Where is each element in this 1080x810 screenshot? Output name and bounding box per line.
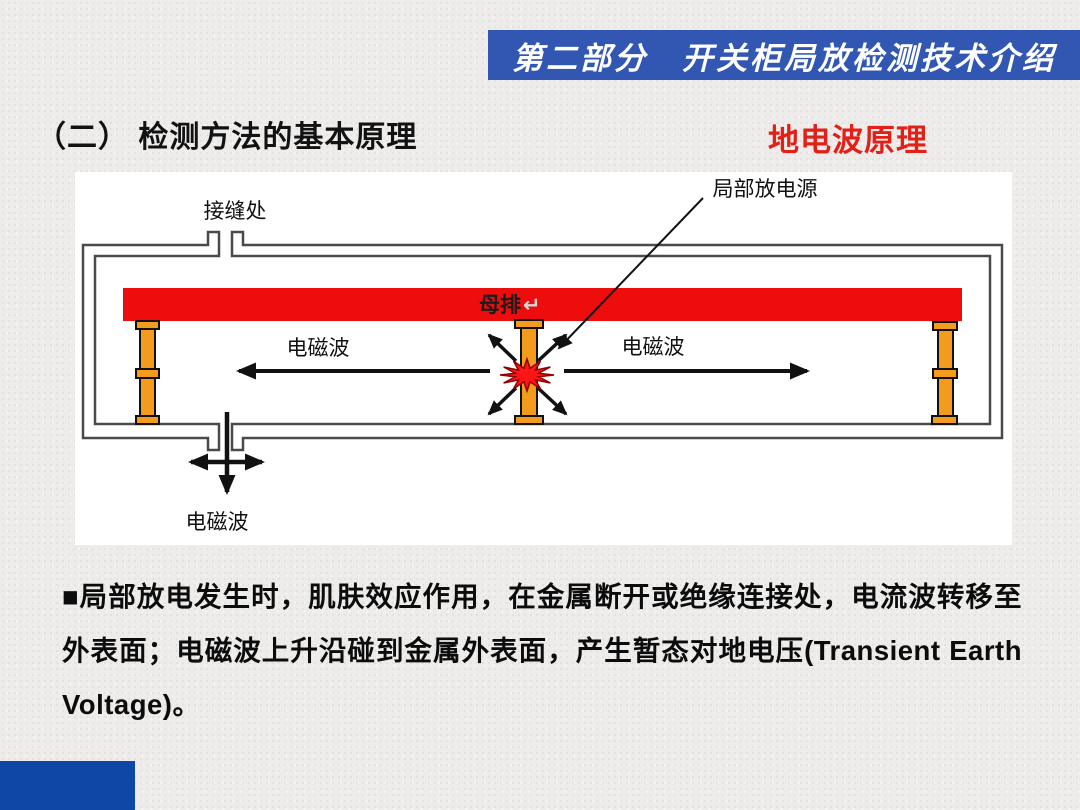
section-banner-text: 第二部分 开关柜局放检测技术介绍 <box>512 40 1056 77</box>
insulator-right-band <box>932 368 958 379</box>
insulator-center-bottom-cap <box>514 415 544 425</box>
insulator-left-top-cap <box>135 320 160 330</box>
em-wave-right-label: 电磁波 <box>622 336 685 359</box>
page-title: （二） 检测方法的基本原理 <box>36 121 418 154</box>
insulator-center-top-cap <box>514 319 544 329</box>
section-banner: 第二部分 开关柜局放检测技术介绍 <box>488 30 1080 80</box>
pd-source-pointer-line <box>557 197 704 350</box>
diagram-panel: 母排↵ <box>75 172 1012 545</box>
insulator-right-top-cap <box>932 321 958 331</box>
discharge-arrow-down-right <box>536 386 568 416</box>
enclosure-right-wall <box>230 230 1004 452</box>
tev-principle-diagram: 母排↵ <box>81 178 1004 534</box>
discharge-arrow-up-left <box>487 333 518 363</box>
discharge-arrow-up-right <box>536 333 568 363</box>
insulator-left <box>135 320 160 425</box>
busbar-label-text: 母排 <box>479 293 521 317</box>
discharge-starburst <box>499 356 555 394</box>
insulator-right <box>931 321 958 425</box>
em-wave-bottom-label: 电磁波 <box>186 511 249 534</box>
body-paragraph: ■局部放电发生时，肌肤效应作用，在金属断开或绝缘连接处，电流波转移至外表面；电磁… <box>62 581 1022 720</box>
em-wave-left-label: 电磁波 <box>287 337 350 360</box>
pd-source-label: 局部放电源 <box>713 178 818 201</box>
page-subtitle-highlight: 地电波原理 <box>768 123 928 158</box>
footer-accent-bar <box>0 761 135 810</box>
insulator-right-bottom-cap <box>931 415 958 425</box>
insulator-left-bottom-cap <box>135 415 160 425</box>
busbar-label: 母排↵ <box>479 293 541 317</box>
seam-label: 接缝处 <box>204 200 267 223</box>
busbar-bar <box>123 288 962 321</box>
insulator-left-band <box>135 368 160 379</box>
discharge-arrow-down-left <box>487 386 518 416</box>
enclosure-left-wall <box>81 230 221 452</box>
bottom-seam-arrows <box>188 412 265 495</box>
return-mark-icon: ↵ <box>523 294 541 317</box>
